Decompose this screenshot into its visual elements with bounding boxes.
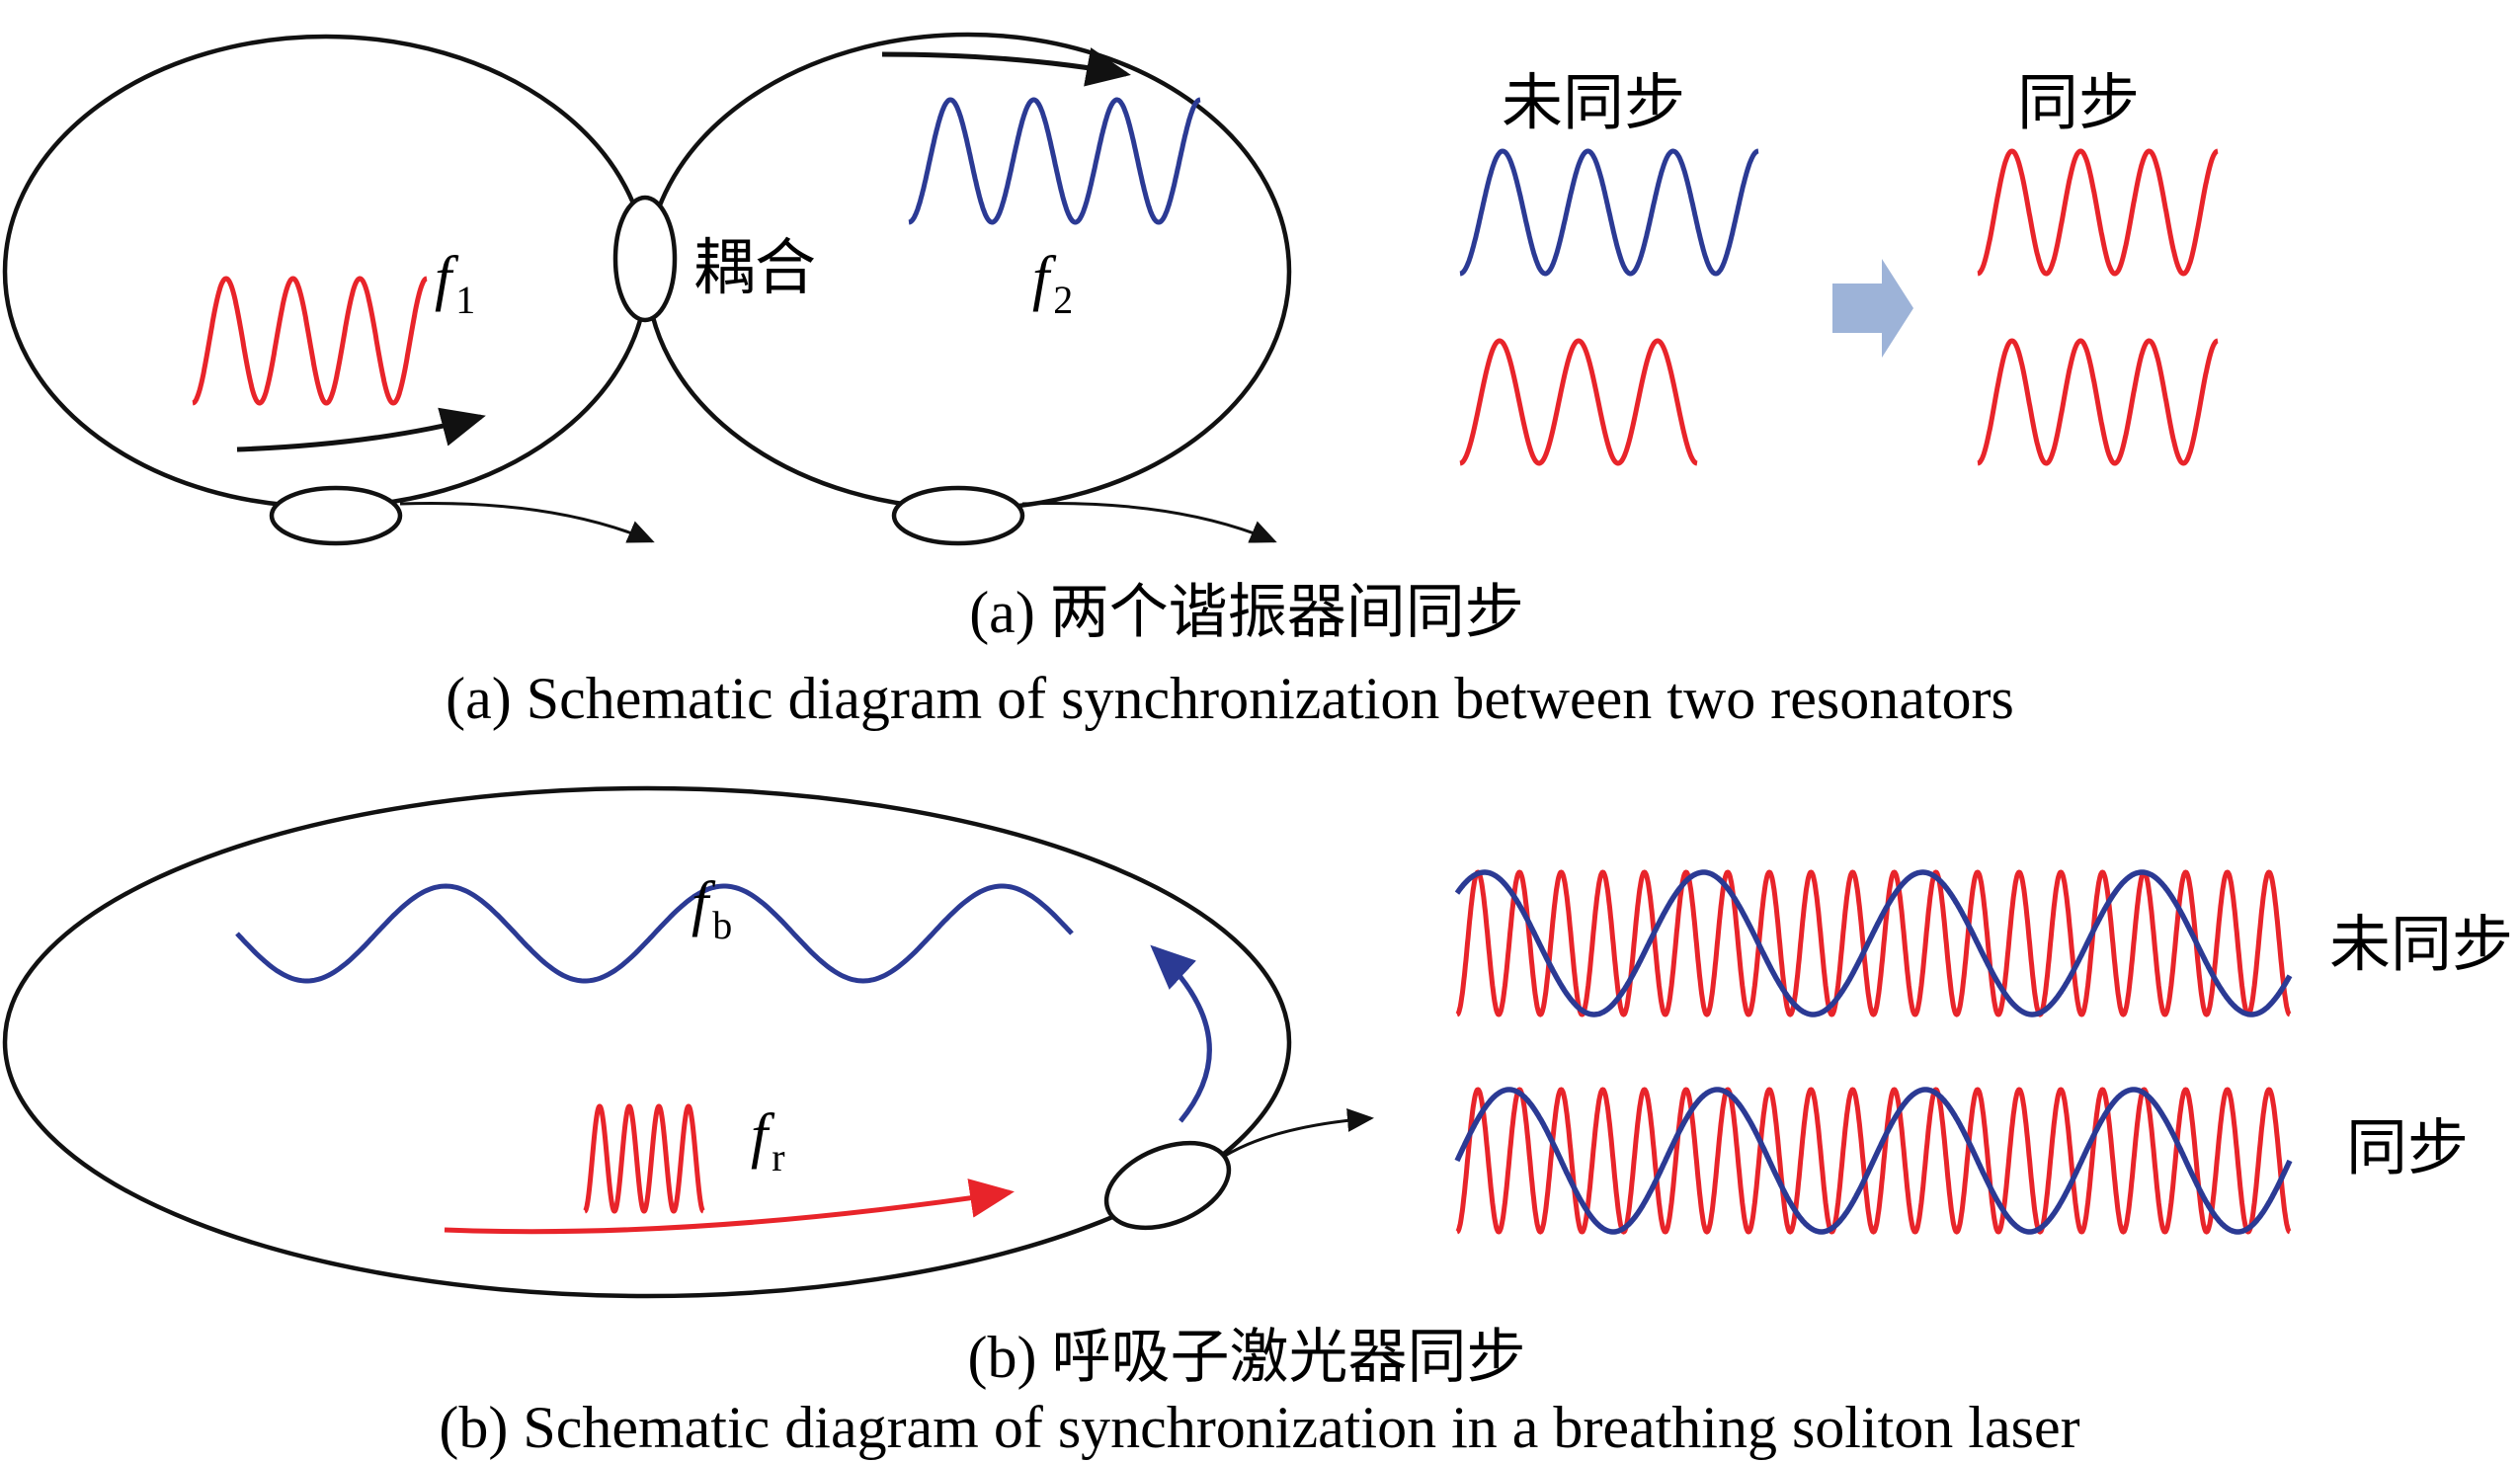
output-arrow-2 xyxy=(1021,501,1277,543)
blue-feedback-arrow xyxy=(1150,944,1212,1123)
unsync-label-a: 未同步 xyxy=(1502,66,1685,138)
transition-arrow xyxy=(1832,259,1913,358)
sync-wave-red-bottom xyxy=(1977,338,2219,466)
unsync-wave-red xyxy=(1459,338,1698,466)
circulation-arrow-1 xyxy=(236,407,486,452)
output-coupler-2 xyxy=(891,485,1025,546)
wave-f2 xyxy=(908,97,1201,225)
unsync-label-b: 未同步 xyxy=(2329,908,2513,980)
sync-fast-wave xyxy=(1455,1087,2292,1235)
resonator-1-loop xyxy=(2,34,650,510)
caption-b-cn: (b) 呼吸子激光器同步 xyxy=(968,1325,1526,1390)
sync-slow-wave xyxy=(1454,1087,2293,1235)
wave-f1 xyxy=(192,276,428,406)
sync-label-b: 同步 xyxy=(2346,1111,2469,1183)
coupler xyxy=(612,195,678,323)
unsync-wave-blue xyxy=(1459,148,1759,277)
coupling-label: 耦合 xyxy=(693,231,816,303)
unsync-slow-wave xyxy=(1454,869,2293,1017)
output-arrow-1 xyxy=(399,501,655,543)
sync-wave-red-top xyxy=(1977,148,2219,277)
wave-fb xyxy=(235,883,1074,984)
laser-cavity-loop xyxy=(2,785,1292,1299)
sync-label-a: 同步 xyxy=(2017,66,2140,138)
red-circulation-arrow xyxy=(444,1179,1015,1235)
unsync-fast-wave xyxy=(1455,869,2292,1017)
output-coupler-1 xyxy=(269,485,403,546)
caption-b-en: (b) Schematic diagram of synchronization… xyxy=(439,1395,2079,1460)
wave-fr xyxy=(583,1103,705,1214)
output-coupler-b xyxy=(1103,1140,1232,1231)
caption-a-en: (a) Schematic diagram of synchronization… xyxy=(446,666,2014,731)
output-arrow-b xyxy=(1224,1107,1374,1158)
caption-a-cn: (a) 两个谐振器间同步 xyxy=(969,580,1524,645)
circulation-arrow-2 xyxy=(881,47,1131,87)
